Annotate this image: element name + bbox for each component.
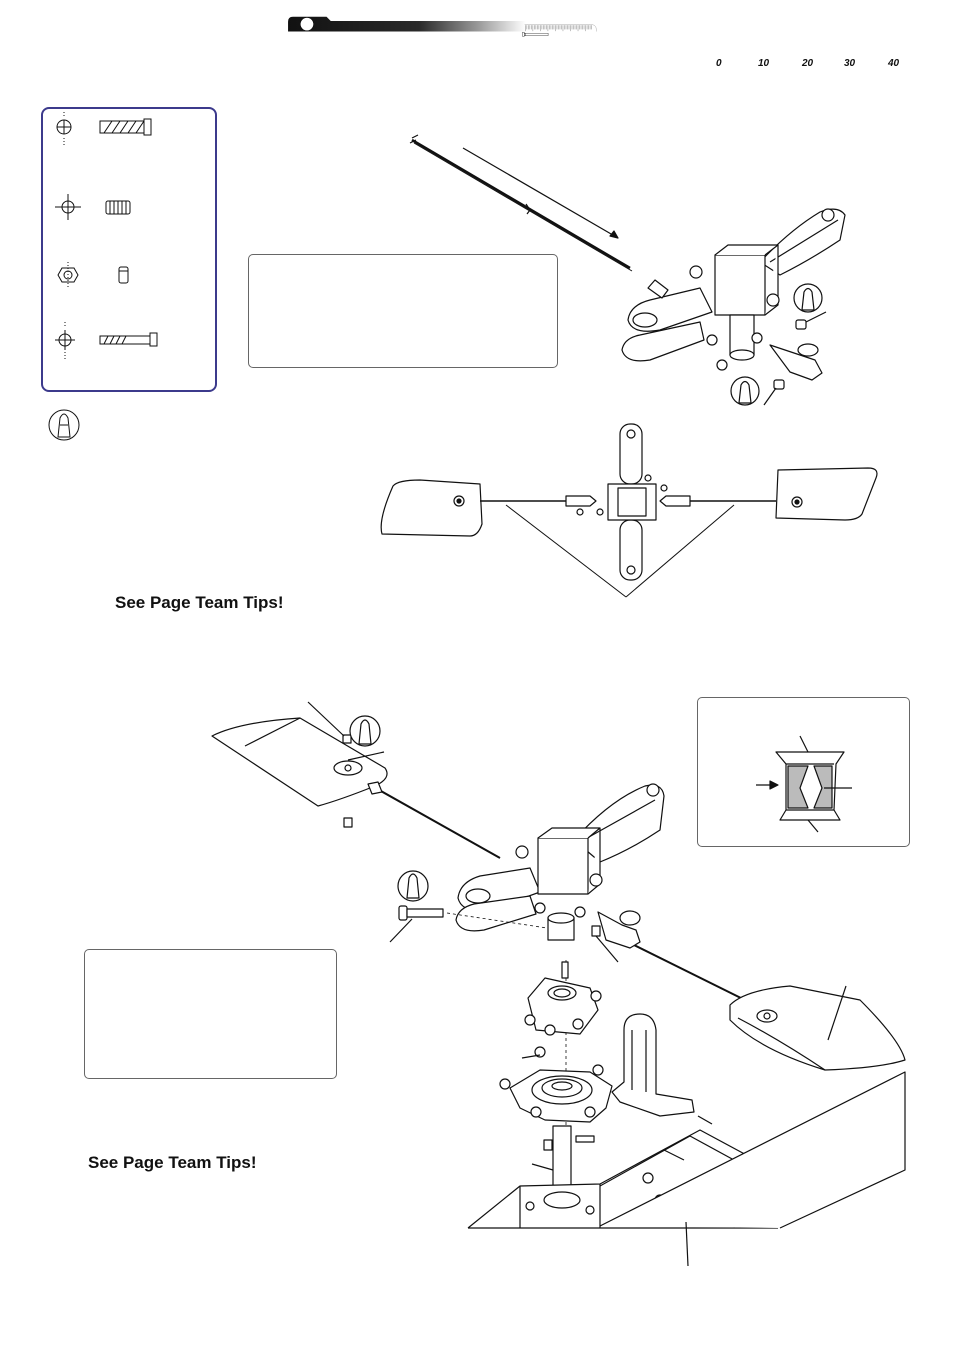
threadlock-icon <box>793 283 823 313</box>
ruler-label-20: 20 <box>802 58 814 69</box>
team-tips-text-2: See Page Team Tips! <box>88 1153 257 1172</box>
ruler-label-0: 0 <box>716 58 722 69</box>
phillips-screw-icon <box>56 112 152 146</box>
step-number-circle <box>300 17 314 32</box>
paddle-right <box>729 985 906 1071</box>
parts-list-box <box>41 107 217 392</box>
ruler-label-30: 30 <box>844 58 856 69</box>
page-title: Rotor,Washout & Swashplate <box>163 60 495 86</box>
threadlock-icon <box>730 376 760 406</box>
threadlock-icon <box>48 409 80 441</box>
nut-icon <box>57 262 129 288</box>
note-box-bottom <box>84 949 337 1079</box>
team-tips-text-1: See Page Team Tips! <box>115 593 284 612</box>
main-shaft-frame <box>467 1071 906 1267</box>
bolt-icon <box>55 322 158 360</box>
swashplate <box>499 1064 613 1151</box>
flybar-paddle-assembly <box>380 423 878 598</box>
paddle-left <box>211 701 388 828</box>
ruler-label-10: 10 <box>758 58 770 69</box>
note-box-top <box>248 254 558 368</box>
threadlock-icon <box>349 715 381 747</box>
bearing-detail <box>756 735 852 833</box>
set-screw-icon <box>55 194 131 220</box>
rotor-head-bottom <box>389 783 665 963</box>
rotor-head-top <box>621 208 846 406</box>
anti-rotation-guide <box>611 1013 695 1117</box>
flybar-rod-bottom <box>367 781 756 1006</box>
flybar-rod-diagram <box>409 134 633 272</box>
washout-assembly <box>521 960 602 1140</box>
ruler-label-40: 40 <box>888 58 900 69</box>
header-bar <box>288 16 597 37</box>
threadlock-icon <box>397 870 429 902</box>
